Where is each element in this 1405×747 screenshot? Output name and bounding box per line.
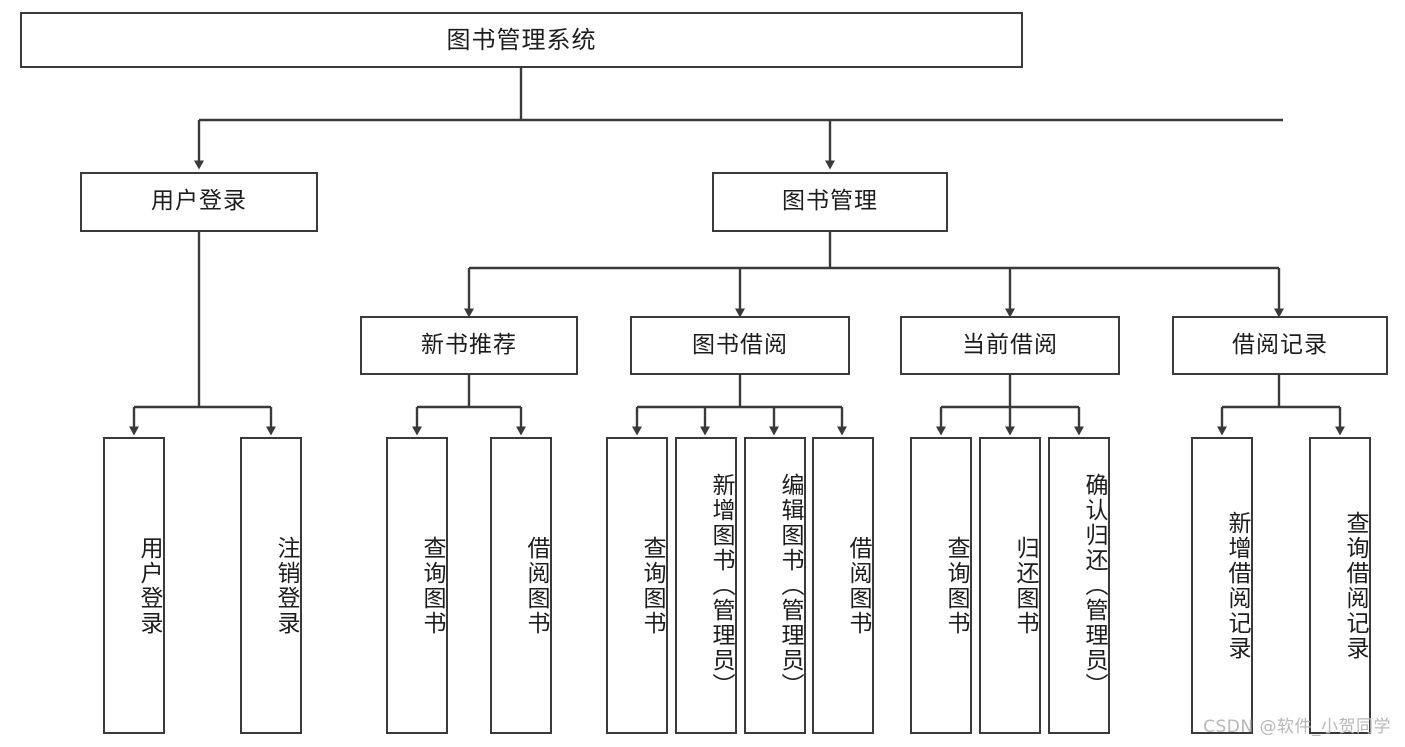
leaf-label: 归还图书 xyxy=(1012,535,1038,636)
leaf-current-borrow-confirm[interactable]: 确认归还（管理员） xyxy=(1048,437,1110,734)
node-user-login[interactable]: 用户登录 xyxy=(80,172,318,232)
leaf-label: 查询图书 xyxy=(419,535,445,636)
leaf-book-borrow-query[interactable]: 查询图书 xyxy=(606,437,668,734)
leaf-user-login-login[interactable]: 用户登录 xyxy=(103,437,165,734)
node-root-system[interactable]: 图书管理系统 xyxy=(20,12,1023,68)
leaf-label: 新增借阅记录 xyxy=(1224,510,1250,661)
leaf-borrow-record-query[interactable]: 查询借阅记录 xyxy=(1309,437,1371,734)
leaf-current-borrow-query[interactable]: 查询图书 xyxy=(910,437,972,734)
leaf-book-borrow-borrow[interactable]: 借阅图书 xyxy=(812,437,874,734)
node-book-borrow[interactable]: 图书借阅 xyxy=(630,316,850,375)
leaf-label: 查询图书 xyxy=(943,535,969,636)
leaf-label: 查询借阅记录 xyxy=(1342,510,1368,661)
leaf-label: 借阅图书 xyxy=(523,535,549,636)
leaf-book-borrow-add[interactable]: 新增图书（管理员） xyxy=(675,437,737,734)
leaf-book-borrow-edit[interactable]: 编辑图书（管理员） xyxy=(744,437,806,734)
leaf-user-login-logout[interactable]: 注销登录 xyxy=(240,437,302,734)
leaf-current-borrow-return[interactable]: 归还图书 xyxy=(979,437,1041,734)
leaf-new-book-query[interactable]: 查询图书 xyxy=(386,437,448,734)
node-new-book-recommend[interactable]: 新书推荐 xyxy=(360,316,578,375)
node-current-borrow[interactable]: 当前借阅 xyxy=(900,316,1120,375)
node-book-management[interactable]: 图书管理 xyxy=(712,172,948,232)
leaf-label: 注销登录 xyxy=(273,535,299,636)
csdn-watermark: CSDN @软件_小贺同学 xyxy=(1203,717,1391,737)
node-borrow-record[interactable]: 借阅记录 xyxy=(1172,316,1388,375)
leaf-new-book-borrow[interactable]: 借阅图书 xyxy=(490,437,552,734)
leaf-label: 查询图书 xyxy=(639,535,665,636)
leaf-label: 编辑图书（管理员） xyxy=(777,473,803,698)
leaf-label: 确认归还（管理员） xyxy=(1081,473,1107,698)
leaf-label: 新增图书（管理员） xyxy=(708,473,734,698)
leaf-borrow-record-add[interactable]: 新增借阅记录 xyxy=(1191,437,1253,734)
leaf-label: 用户登录 xyxy=(136,535,162,636)
leaf-label: 借阅图书 xyxy=(845,535,871,636)
